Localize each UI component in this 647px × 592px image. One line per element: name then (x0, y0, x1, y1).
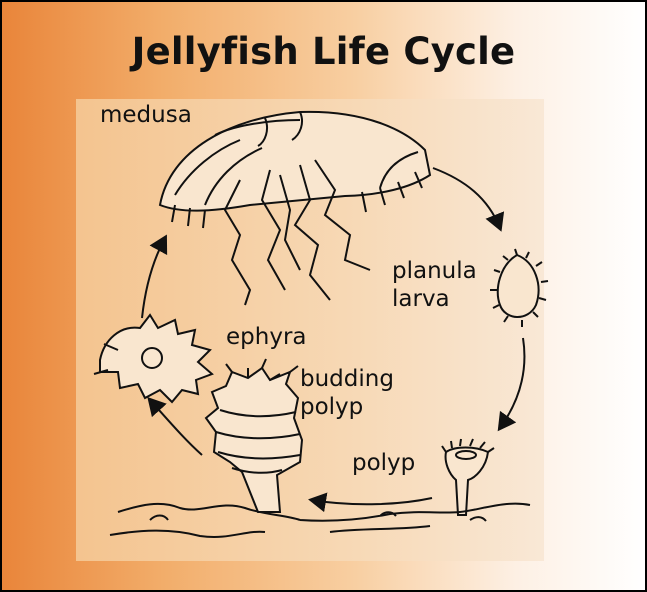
arrow-polyp-to-budding (312, 498, 432, 504)
arrow-budding-to-ephyra (150, 400, 202, 455)
label-medusa: medusa (100, 102, 192, 128)
planula-drawing (490, 249, 548, 327)
budding-polyp-drawing (206, 359, 302, 512)
label-ephyra: ephyra (226, 324, 307, 350)
label-polyp: polyp (352, 450, 415, 476)
arrow-planula-to-polyp (500, 338, 524, 428)
arrow-ephyra-to-medusa (142, 238, 165, 318)
polyp-drawing (442, 439, 494, 515)
label-planula: planula (392, 258, 477, 284)
medusa-drawing (160, 112, 430, 305)
label-budding-polyp: polyp (300, 394, 363, 420)
label-larva: larva (392, 286, 450, 312)
ephyra-drawing (94, 315, 212, 402)
label-budding: budding (300, 366, 394, 392)
arrow-medusa-to-planula (433, 168, 500, 228)
